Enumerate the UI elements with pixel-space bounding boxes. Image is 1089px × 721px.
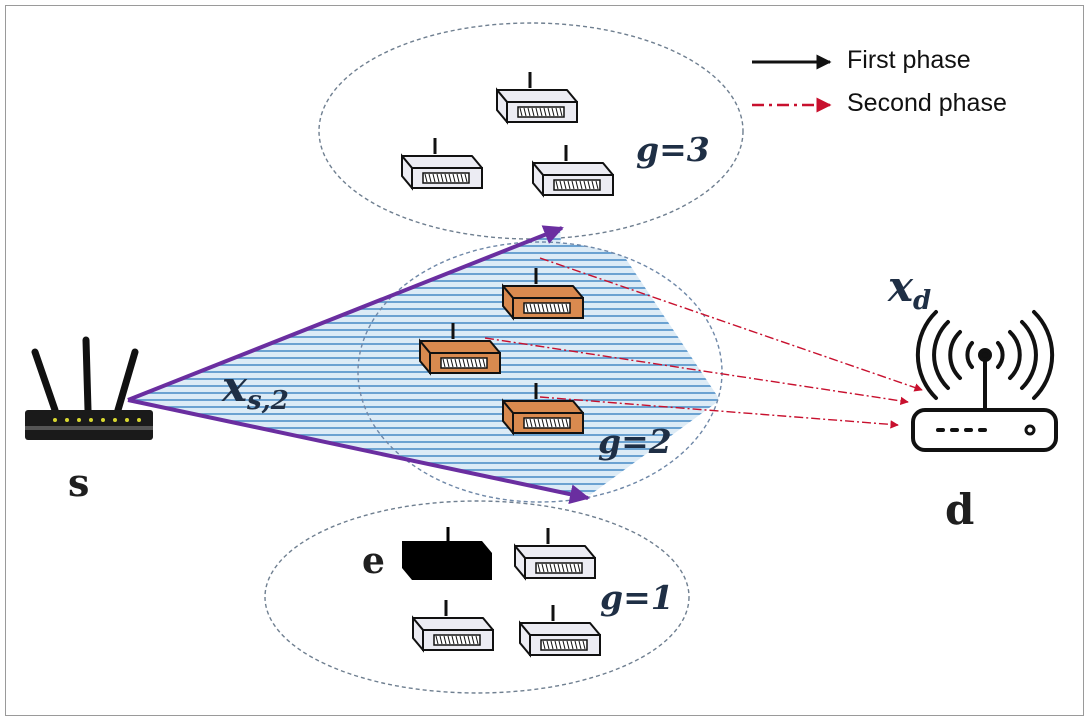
signal-x-s2: xs,2 bbox=[222, 362, 289, 416]
source-label: s bbox=[68, 460, 90, 505]
relay-icon bbox=[400, 136, 484, 190]
group-3-ellipse bbox=[318, 22, 744, 240]
relay-icon bbox=[531, 143, 615, 197]
signal-x-s2-subscript: s,2 bbox=[247, 386, 289, 416]
figure-frame bbox=[5, 5, 1084, 716]
signal-x-d: xd bbox=[888, 262, 931, 316]
group-2-label: g=2 bbox=[598, 422, 672, 461]
relay-icon bbox=[411, 598, 495, 652]
first-phase-arrow-up bbox=[127, 225, 564, 402]
group-3-label: g=3 bbox=[636, 130, 710, 169]
eavesdropper-label: e bbox=[362, 540, 385, 582]
signal-x-s2-main: x bbox=[222, 362, 248, 411]
relay-icon bbox=[513, 526, 597, 580]
relay-icon bbox=[495, 70, 579, 124]
first-phase-arrow-down bbox=[127, 398, 590, 505]
group-1-label: g=1 bbox=[600, 578, 674, 617]
group-1-ellipse bbox=[264, 500, 690, 694]
legend-first-phase-label: First phase bbox=[847, 46, 971, 74]
destination-label: d bbox=[945, 485, 975, 534]
eavesdropper-icon bbox=[402, 527, 492, 580]
relay-icon bbox=[518, 603, 602, 657]
signal-x-d-subscript: d bbox=[913, 286, 932, 316]
signal-x-d-main: x bbox=[888, 262, 914, 311]
legend-second-phase-label: Second phase bbox=[847, 89, 1007, 117]
second-phase-arrows bbox=[484, 257, 923, 429]
router-icon bbox=[25, 336, 153, 440]
beam-region bbox=[128, 230, 723, 503]
base-station-icon bbox=[911, 310, 1058, 452]
